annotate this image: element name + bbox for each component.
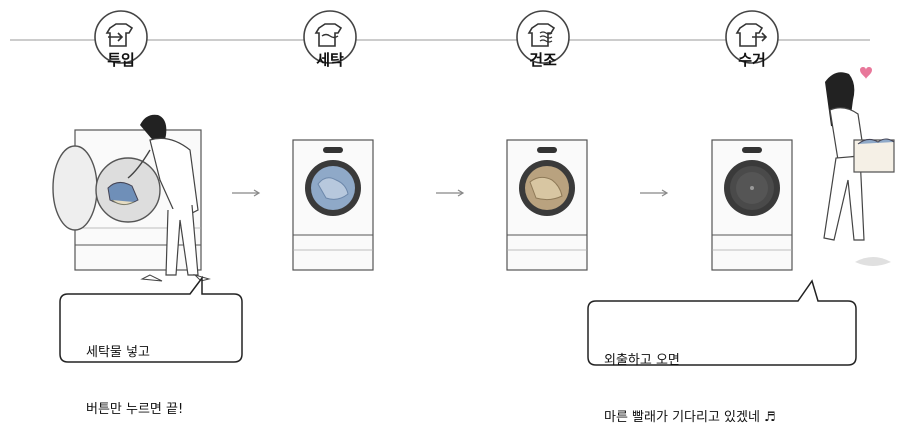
step-label-dry: 건조 — [529, 51, 557, 69]
speech-bubble-right-text: 외출하고 오면 마른 빨래가 기다리고 있겠네 ♬ — [604, 313, 776, 446]
speech-bubble-right — [587, 279, 857, 366]
person-loading-laundry — [127, 114, 211, 282]
process-illustration — [10, 10, 895, 366]
person-collecting-laundry — [823, 67, 895, 266]
arrow-icon — [640, 189, 669, 197]
step-label-wash: 세탁 — [316, 51, 344, 69]
shirt-wash-icon — [303, 10, 357, 64]
arrow-icon — [232, 189, 261, 197]
step-label-insert: 투입 — [107, 51, 135, 69]
bubble-left-line1: 세탁물 넣고 — [86, 345, 150, 360]
speech-bubble-left — [59, 275, 243, 363]
bubble-right-line1: 외출하고 오면 — [604, 353, 680, 368]
shirt-dry-icon — [516, 10, 570, 64]
bubble-right-line2: 마른 빨래가 기다리고 있겠네 ♬ — [604, 410, 776, 425]
open-door — [52, 145, 98, 231]
step-label-collect: 수거 — [738, 51, 766, 69]
washing-machine-drying — [506, 139, 588, 271]
shirt-in-icon — [94, 10, 148, 64]
shirt-out-icon — [725, 10, 779, 64]
washing-machine-empty — [711, 139, 793, 271]
bubble-left-line2: 버튼만 누르면 끝! — [86, 402, 184, 417]
laundry-basket — [853, 139, 895, 173]
heart-icon — [860, 67, 872, 79]
arrow-icon — [436, 189, 465, 197]
washing-machine-washing — [292, 139, 374, 271]
speech-bubble-left-text: 세탁물 넣고 버튼만 누르면 끝! — [86, 305, 183, 438]
